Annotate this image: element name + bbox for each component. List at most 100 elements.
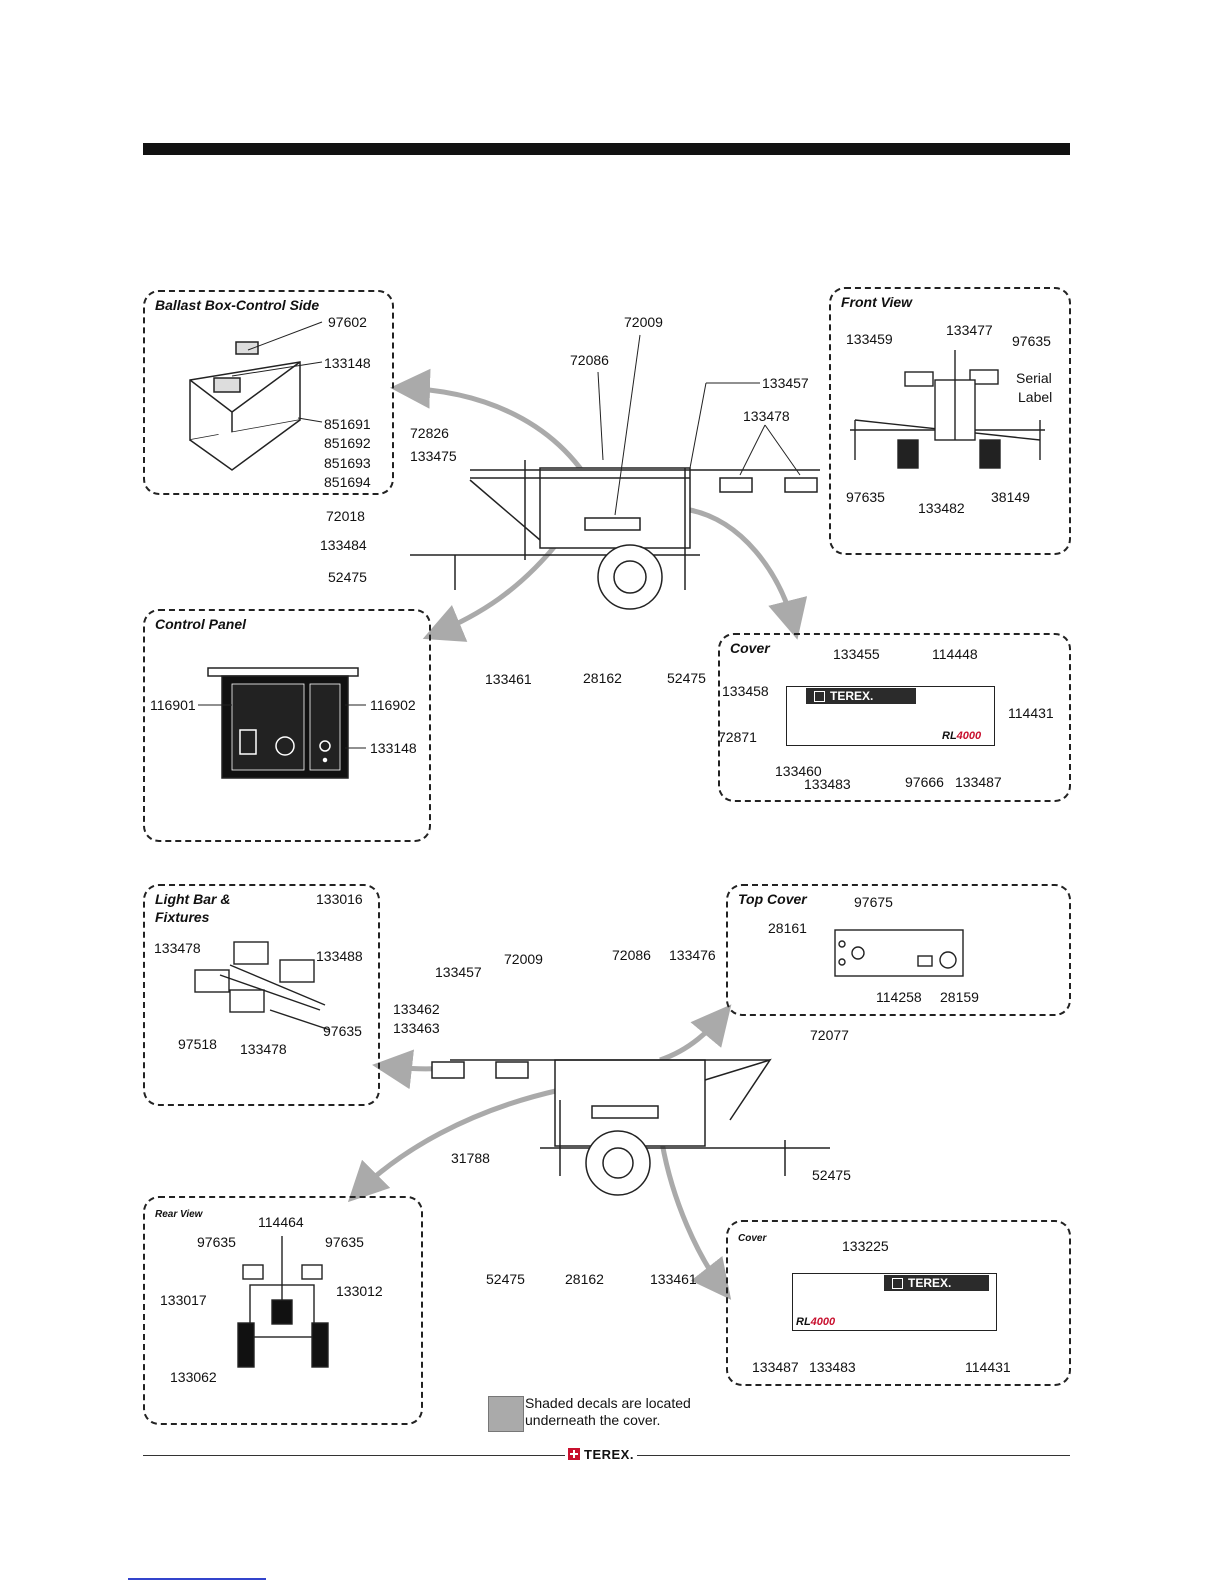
panel-title: Top Cover: [738, 891, 807, 907]
callout-label: 133457: [435, 964, 482, 980]
panel-light-bar: Light Bar & Fixtures: [143, 884, 380, 1106]
control-panel-sketch: [207, 667, 359, 779]
header-bar: [143, 143, 1070, 155]
serial-label-line2: Label: [1018, 389, 1053, 405]
front-view-sketch: [850, 350, 1045, 469]
callout-label: 133457: [762, 375, 809, 391]
callout-label: 72086: [612, 947, 651, 963]
callout-label: 851694: [324, 474, 371, 490]
callout-label: 52475: [486, 1271, 525, 1287]
callout-label: 114258: [876, 989, 922, 1005]
callout-label: 133148: [324, 355, 371, 371]
callout-label: 133476: [669, 947, 716, 963]
callout-label: 851692: [324, 435, 371, 451]
page-link-underline[interactable]: [128, 1578, 266, 1580]
callout-label: 97635: [846, 489, 885, 505]
callout-label: 133484: [320, 537, 367, 553]
panel-cover-top: Cover: [718, 633, 1071, 802]
rear-view-sketch: [237, 1236, 329, 1368]
callout-label: 851693: [324, 455, 371, 471]
callout-label: 133455: [833, 646, 880, 662]
model-logo: RL4000: [942, 730, 981, 742]
callout-label: 72077: [810, 1027, 849, 1043]
legend-line2: underneath the cover.: [525, 1412, 661, 1428]
callout-label: 72826: [410, 425, 449, 441]
model-suffix: 4000: [810, 1316, 836, 1328]
callout-label: 52475: [667, 670, 706, 686]
callout-label: 52475: [812, 1167, 851, 1183]
callout-label: 133482: [918, 500, 965, 516]
callout-label: 116901: [150, 697, 196, 713]
callout-label: 114448: [932, 646, 978, 662]
callout-label: 133461: [485, 671, 532, 687]
callout-label: 133016: [316, 891, 363, 907]
callout-label: 133017: [160, 1292, 207, 1308]
panel-rear-view: Rear View: [143, 1196, 423, 1425]
callout-label: 28161: [768, 920, 807, 936]
callout-label: 133488: [316, 948, 363, 964]
callout-label: 31788: [451, 1150, 490, 1166]
trailer-top-sketch: [410, 460, 820, 610]
callout-label: 133460: [775, 763, 822, 779]
callout-label: 97602: [328, 314, 367, 330]
shaded-swatch: [488, 1396, 524, 1432]
callout-label: 133463: [393, 1020, 440, 1036]
callout-label: 72086: [570, 352, 609, 368]
callout-label: 133487: [955, 774, 1002, 790]
callout-label: 133475: [410, 448, 457, 464]
callout-label: 133462: [393, 1001, 440, 1017]
terex-logo-icon: [814, 690, 825, 702]
brand-text: TEREX.: [830, 689, 874, 703]
trailer-bottom-sketch: [431, 1058, 830, 1196]
callout-label: 133458: [722, 683, 769, 699]
callout-label: 133477: [946, 322, 993, 338]
callout-label: 97675: [854, 894, 893, 910]
panel-title: Ballast Box-Control Side: [155, 297, 320, 313]
callout-label: 72009: [504, 951, 543, 967]
callout-label: 52475: [328, 569, 367, 585]
callout-label: 28159: [940, 989, 979, 1005]
callout-label: 97635: [325, 1234, 364, 1250]
callout-label: 133478: [743, 408, 790, 424]
panel-top-cover: Top Cover: [726, 884, 1071, 1016]
callout-label: 133148: [370, 740, 417, 756]
callout-label: 133225: [842, 1238, 889, 1254]
callout-label: 97635: [323, 1023, 362, 1039]
callout-label: 133478: [154, 940, 201, 956]
callout-label: 133478: [240, 1041, 287, 1057]
callout-label: 97635: [197, 1234, 236, 1250]
panel-title: Rear View: [155, 1209, 203, 1220]
callout-label: 72871: [718, 729, 757, 745]
panel-title: Control Panel: [155, 616, 247, 632]
callout-label: 28162: [583, 670, 622, 686]
cover-brand-band: TEREX.: [884, 1275, 989, 1291]
model-suffix: 4000: [956, 730, 982, 742]
ballast-box-sketch: [189, 341, 301, 471]
callout-label: 133459: [846, 331, 893, 347]
panel-title: Light Bar &: [155, 891, 231, 907]
callout-label: 133483: [809, 1359, 856, 1375]
callout-label: 851691: [324, 416, 371, 432]
brand-text: TEREX.: [908, 1276, 952, 1290]
callout-label: 114431: [1008, 705, 1054, 721]
callout-label: 114464: [258, 1214, 304, 1230]
callout-label: 116902: [370, 697, 416, 713]
serial-label-line1: Serial: [1016, 370, 1052, 386]
callout-label: 72009: [624, 314, 663, 330]
callout-label: 133461: [650, 1271, 697, 1287]
callout-label: 97666: [905, 774, 944, 790]
callout-label: 97518: [178, 1036, 217, 1052]
panel-front-view: Front View: [829, 287, 1071, 555]
legend-line1: Shaded decals are located: [525, 1395, 691, 1411]
panel-title-line2: Fixtures: [155, 909, 210, 925]
footer-logo: TEREX.: [565, 1446, 637, 1462]
callout-label: 28162: [565, 1271, 604, 1287]
terex-mark-icon: [568, 1448, 580, 1460]
panel-title: Front View: [841, 294, 913, 310]
callout-label: 72018: [326, 508, 365, 524]
callout-label: 38149: [991, 489, 1030, 505]
footer-brand: TEREX.: [584, 1446, 634, 1462]
panel-ballast-box: Ballast Box-Control Side: [143, 290, 394, 495]
leader-lines: [198, 321, 801, 749]
